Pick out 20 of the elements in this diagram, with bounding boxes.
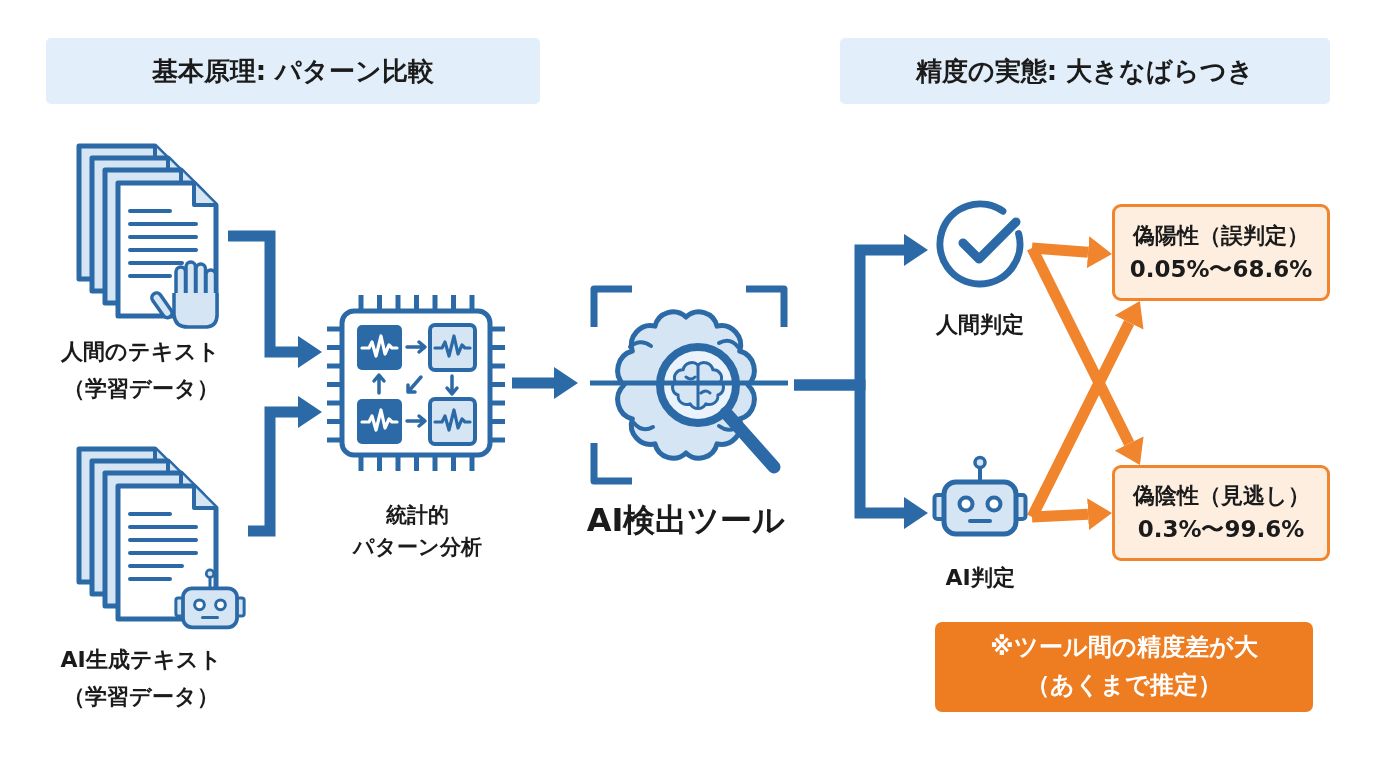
node-label: AI判定 [945, 564, 1015, 592]
arrow [1031, 498, 1113, 531]
node-label: AI生成テキスト（学習データ） [59, 646, 223, 711]
note-box: ※ツール間の精度差が大（あくまで推定） [935, 622, 1313, 712]
result-box [1112, 204, 1330, 301]
arrow [248, 395, 322, 537]
result-value: 0.3%〜99.6% [1137, 515, 1305, 545]
arrow [512, 367, 578, 400]
node-label: 人間のテキスト（学習データ） [60, 338, 222, 403]
node-label: AI検出ツール [586, 501, 786, 540]
node-label: 統計的パターン分析 [352, 502, 482, 561]
node-label: 人間判定 [936, 311, 1024, 339]
result-heading: 偽陽性（誤判定） [1133, 221, 1309, 250]
section-header: 基本原理: パターン比較 [46, 38, 540, 104]
result-box [1112, 465, 1330, 561]
arrow [794, 379, 928, 530]
arrow [1031, 236, 1113, 269]
result-value: 0.05%〜68.6% [1129, 254, 1313, 284]
result-heading: 偽陰性（見逃し） [1132, 482, 1310, 511]
section-header: 精度の実態: 大きなばらつき [840, 38, 1330, 104]
